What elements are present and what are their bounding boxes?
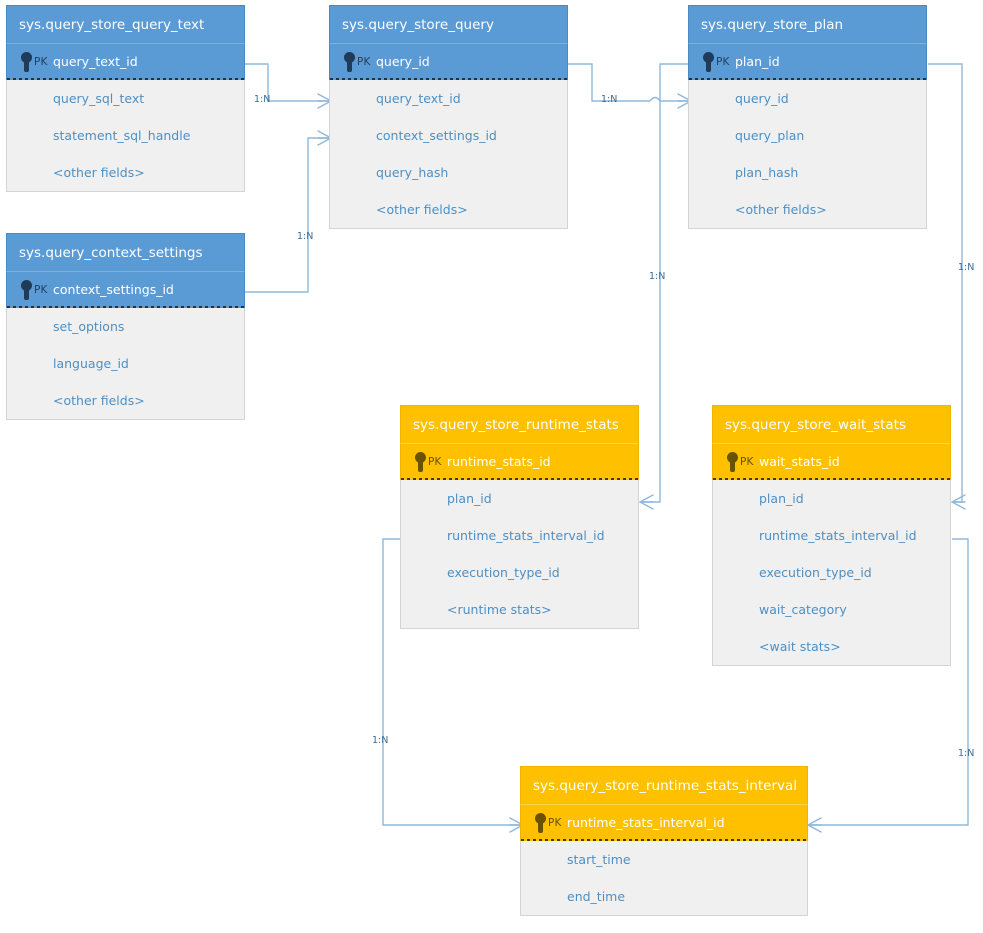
key-icon [726, 452, 739, 472]
relationship-label-r4: 1:N [649, 271, 666, 282]
pk-field-name: context_settings_id [53, 282, 174, 297]
relationship-label-r5: 1:N [958, 262, 975, 273]
pk-field-name: runtime_stats_interval_id [567, 815, 725, 830]
pk-label: PK [428, 456, 442, 468]
table-query-store-wait-stats[interactable]: sys.query_store_wait_stats PK wait_stats… [712, 405, 951, 666]
field-row: context_settings_id [376, 128, 497, 143]
field-row: wait_category [759, 602, 847, 617]
field-row: end_time [567, 889, 626, 904]
field-row: plan_hash [735, 165, 799, 180]
pk-label: PK [34, 56, 48, 68]
table-fields-query-store-query-text: query_sql_text statement_sql_handle <oth… [6, 80, 245, 192]
table-pk-row-query-store-runtime-stats[interactable]: PK runtime_stats_id [400, 444, 639, 480]
field-row: query_plan [735, 128, 805, 143]
table-pk-row-query-store-runtime-stats-interval[interactable]: PK runtime_stats_interval_id [520, 805, 808, 841]
pk-field-name: plan_id [735, 54, 780, 69]
relationship-label-r2: 1:N [297, 231, 314, 242]
table-pk-row-query-store-query[interactable]: PK query_id [329, 44, 568, 80]
pk-label: PK [716, 56, 730, 68]
table-fields-query-context-settings: set_options language_id <other fields> [6, 308, 245, 420]
key-icon [20, 52, 33, 72]
pk-divider [713, 478, 950, 480]
relationship-label-r1: 1:N [254, 94, 271, 105]
key-icon [702, 52, 715, 72]
field-row: execution_type_id [759, 565, 872, 580]
field-row: <runtime stats> [447, 602, 552, 617]
table-pk-row-query-store-plan[interactable]: PK plan_id [688, 44, 927, 80]
pk-field-name: query_id [376, 54, 430, 69]
table-header-query-store-runtime-stats-interval: sys.query_store_runtime_stats_interval [520, 766, 808, 805]
key-icon [20, 280, 33, 300]
field-row: runtime_stats_interval_id [447, 528, 605, 543]
field-row: query_id [735, 91, 789, 106]
pk-label: PK [357, 56, 371, 68]
pk-label: PK [548, 817, 562, 829]
field-row: language_id [53, 356, 129, 371]
pk-divider [7, 78, 244, 80]
pk-label: PK [740, 456, 754, 468]
key-icon [534, 813, 547, 833]
pk-field-name: wait_stats_id [759, 454, 840, 469]
table-query-context-settings[interactable]: sys.query_context_settings PK context_se… [6, 233, 245, 420]
field-row: plan_id [759, 491, 804, 506]
key-icon [343, 52, 356, 72]
pk-divider [521, 839, 807, 841]
field-row: query_sql_text [53, 91, 145, 106]
field-row: <other fields> [53, 393, 145, 408]
relationship-label-r3: 1:N [601, 94, 618, 105]
table-header-query-context-settings: sys.query_context_settings [6, 233, 245, 272]
field-row: query_hash [376, 165, 449, 180]
pk-divider [689, 78, 926, 80]
field-row: plan_id [447, 491, 492, 506]
pk-field-name: query_text_id [53, 54, 138, 69]
field-row: statement_sql_handle [53, 128, 191, 143]
table-fields-query-store-plan: query_id query_plan plan_hash <other fie… [688, 80, 927, 229]
pk-divider [401, 478, 638, 480]
pk-field-name: runtime_stats_id [447, 454, 551, 469]
table-header-query-store-wait-stats: sys.query_store_wait_stats [712, 405, 951, 444]
table-fields-query-store-runtime-stats-interval: start_time end_time [520, 841, 808, 916]
field-row: <other fields> [53, 165, 145, 180]
table-header-query-store-runtime-stats: sys.query_store_runtime_stats [400, 405, 639, 444]
pk-label: PK [34, 284, 48, 296]
table-pk-row-query-store-wait-stats[interactable]: PK wait_stats_id [712, 444, 951, 480]
relationship-label-r6: 1:N [372, 735, 389, 746]
table-header-query-store-query-text: sys.query_store_query_text [6, 5, 245, 44]
table-query-store-runtime-stats-interval[interactable]: sys.query_store_runtime_stats_interval P… [520, 766, 808, 916]
table-query-store-runtime-stats[interactable]: sys.query_store_runtime_stats PK runtime… [400, 405, 639, 629]
table-query-store-query-text[interactable]: sys.query_store_query_text PK query_text… [6, 5, 245, 192]
field-row: <other fields> [735, 202, 827, 217]
field-row: runtime_stats_interval_id [759, 528, 917, 543]
table-header-query-store-plan: sys.query_store_plan [688, 5, 927, 44]
field-row: <wait stats> [759, 639, 841, 654]
field-row: start_time [567, 852, 631, 867]
table-fields-query-store-query: query_text_id context_settings_id query_… [329, 80, 568, 229]
table-pk-row-query-context-settings[interactable]: PK context_settings_id [6, 272, 245, 308]
field-row: set_options [53, 319, 125, 334]
key-icon [414, 452, 427, 472]
pk-divider [7, 306, 244, 308]
table-fields-query-store-wait-stats: plan_id runtime_stats_interval_id execut… [712, 480, 951, 666]
field-row: execution_type_id [447, 565, 560, 580]
table-query-store-query[interactable]: sys.query_store_query PK query_id query_… [329, 5, 568, 229]
table-query-store-plan[interactable]: sys.query_store_plan PK plan_id query_id… [688, 5, 927, 229]
table-fields-query-store-runtime-stats: plan_id runtime_stats_interval_id execut… [400, 480, 639, 629]
table-header-query-store-query: sys.query_store_query [329, 5, 568, 44]
field-row: query_text_id [376, 91, 461, 106]
relationship-label-r7: 1:N [958, 748, 975, 759]
table-pk-row-query-store-query-text[interactable]: PK query_text_id [6, 44, 245, 80]
pk-divider [330, 78, 567, 80]
field-row: <other fields> [376, 202, 468, 217]
